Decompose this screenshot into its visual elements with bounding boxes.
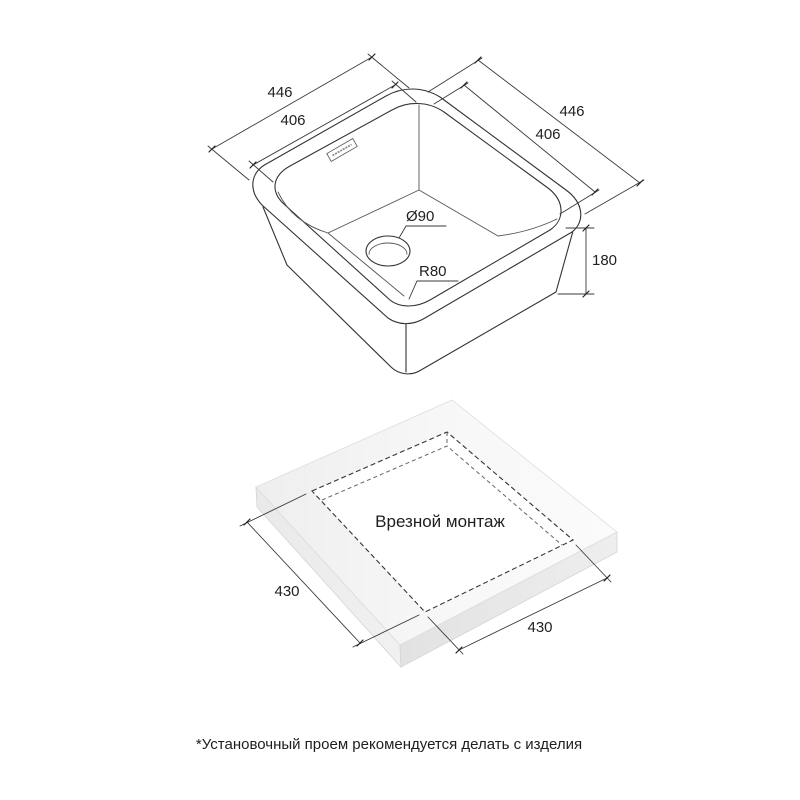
dimension-cutout-right: 430 <box>427 544 612 655</box>
cutout-dimensions: 430 430 <box>239 493 612 655</box>
label-bowl-depth: 180 <box>592 252 617 269</box>
bowl-right-corner-edge <box>497 218 558 237</box>
label-inner-width-left: 406 <box>280 112 305 129</box>
dimension-cutout-left: 430 <box>239 493 420 648</box>
brand-logo-plate <box>326 138 358 162</box>
label-corner-radius: R80 <box>419 263 447 280</box>
bowl-floor-back-left-edge <box>327 189 420 234</box>
bowl-floor-front-left-edge <box>327 232 405 297</box>
label-outer-width-left: 446 <box>267 84 292 101</box>
sink-body-outline <box>262 206 574 375</box>
mounting-type-label: Врезной монтаж <box>375 512 505 531</box>
bowl-left-corner-edge <box>277 191 329 234</box>
sink-drawing <box>252 88 582 375</box>
drain-inner-rim <box>368 242 408 255</box>
label-cutout-left: 430 <box>274 583 299 600</box>
label-outer-width-right: 446 <box>559 103 584 120</box>
dimension-outer-width-left: 446 <box>207 53 410 181</box>
drain-hole <box>365 235 411 267</box>
bowl-floor-back-right-edge <box>418 189 499 237</box>
dimension-bowl-depth: 180 <box>557 224 617 298</box>
callout-drain-diameter: Ø90 <box>398 208 447 239</box>
cutout-outline <box>311 431 574 613</box>
dimension-outer-width-right: 446 <box>427 56 645 215</box>
footnote: *Установочный проем рекомендуется делать… <box>196 736 582 753</box>
dimension-inner-width-right: 406 <box>433 81 600 215</box>
callout-corner-radius: R80 <box>408 263 459 300</box>
sink-bowl-opening <box>274 102 562 307</box>
label-inner-width-right: 406 <box>535 126 560 143</box>
cutout-inner-edge <box>321 445 563 546</box>
label-cutout-right: 430 <box>527 619 552 636</box>
sink-dimensions: 446 406 446 406 <box>207 53 645 300</box>
dimension-inner-width-left: 406 <box>248 80 417 183</box>
label-drain-diameter: Ø90 <box>406 208 434 225</box>
countertop-drawing: Врезной монтаж <box>255 399 618 669</box>
